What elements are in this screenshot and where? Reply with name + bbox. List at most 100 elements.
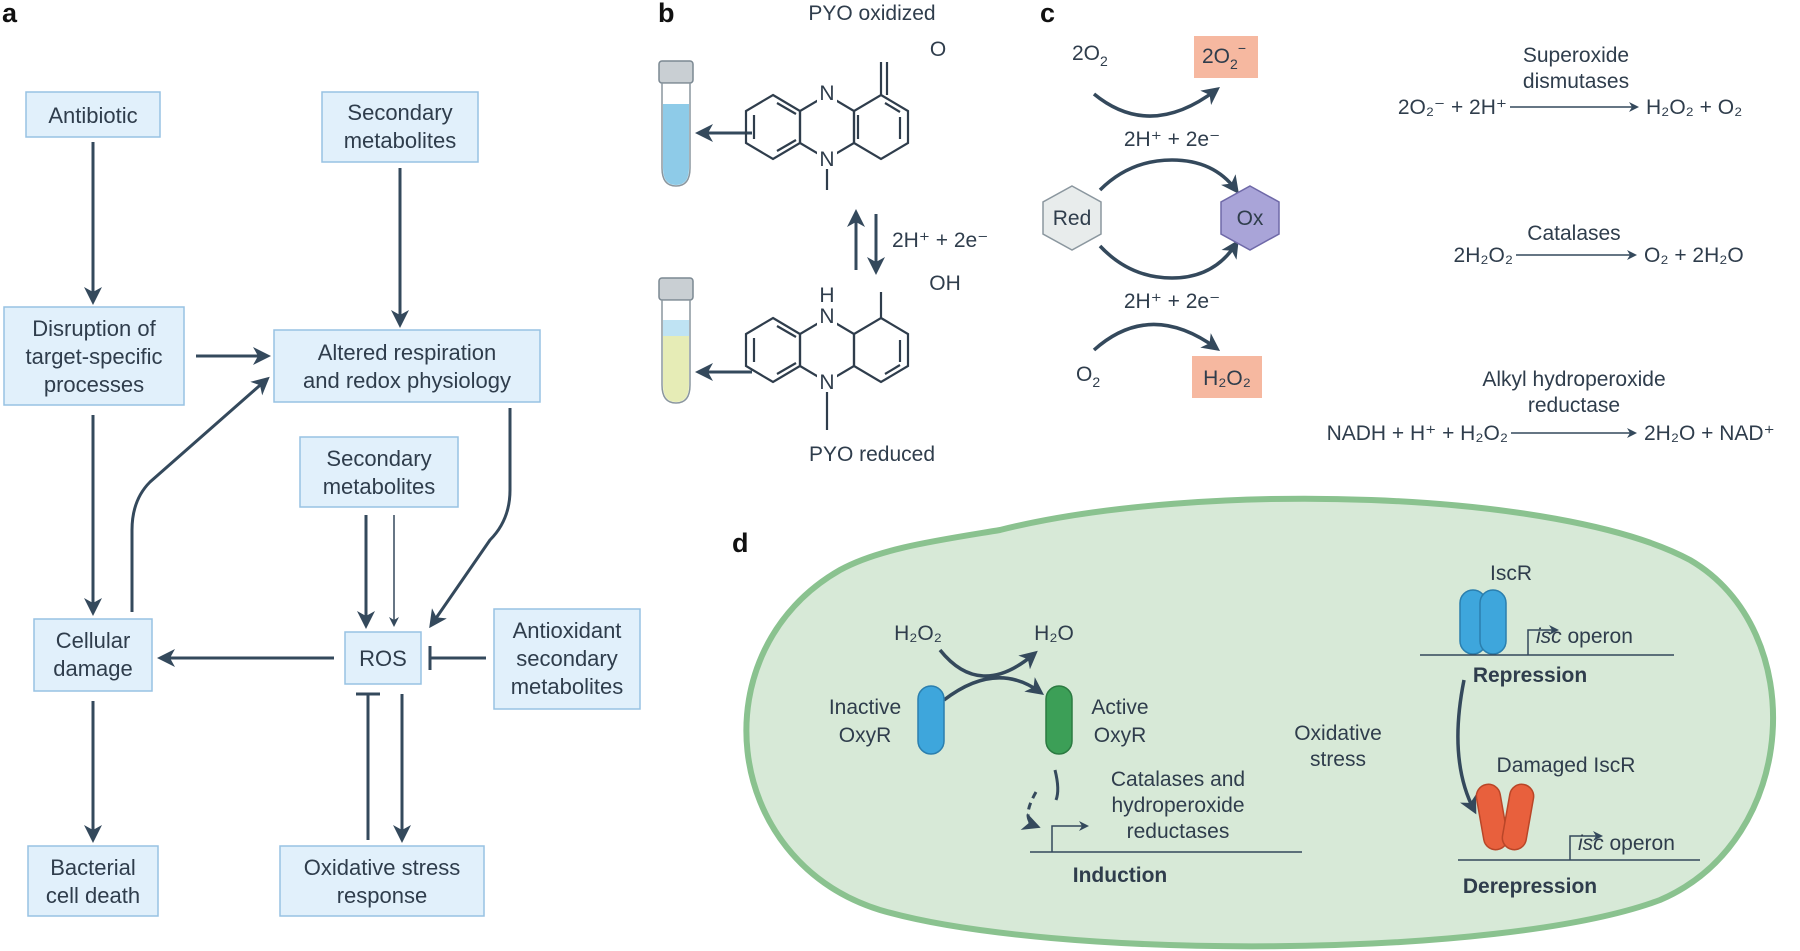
- repression-label: Repression: [1473, 664, 1587, 687]
- pyo-ox-n-bg: [817, 83, 837, 103]
- h2o2-highlight: [1192, 356, 1262, 398]
- disruption-box: [3, 306, 185, 406]
- secondary-metabolites-top-l1: Secondary: [347, 100, 452, 125]
- arrow-red-ox-bottom: [1098, 239, 1239, 280]
- arrow-oxyr-induction: [1020, 791, 1041, 830]
- pyo-oxidized-structure: [744, 62, 910, 190]
- panel-b-label: b: [658, 0, 675, 28]
- pyo-red-oh-atom: OH: [929, 272, 961, 295]
- panel-c-arrows: [1092, 86, 1239, 352]
- arrow-h2o2-h2o: [938, 648, 1038, 678]
- panel-a-arrows: [84, 142, 512, 843]
- disruption-l2: target-specific: [26, 344, 163, 369]
- panel-b-reaction-label: 2H⁺ + 2e⁻: [892, 229, 988, 252]
- altered-respiration-l1: Altered respiration: [318, 340, 497, 365]
- oxidative-response-l2: response: [337, 883, 428, 908]
- pyo-ox-n2-bg: [817, 149, 837, 169]
- derepression-promoter: [1458, 831, 1700, 861]
- red-hexagon: [1042, 185, 1102, 251]
- altered-respiration-l2: and redox physiology: [303, 368, 511, 393]
- ahp-label-l1: Alkyl hydroperoxide: [1482, 368, 1665, 391]
- induction-promoter: [1030, 821, 1302, 853]
- panel-a-texts: Antibiotic Secondary metabolites Disrupt…: [26, 100, 624, 908]
- panel-a-label: a: [2, 0, 18, 28]
- antioxidant-box: [493, 608, 641, 710]
- altered-respiration-box: [273, 329, 541, 403]
- antioxidant-l3: metabolites: [511, 674, 624, 699]
- ox-hexagon: [1220, 185, 1280, 251]
- oxidative-stress-l2: stress: [1310, 748, 1366, 771]
- genes-l1: Catalases and: [1111, 768, 1245, 791]
- active-oxyr-shape: [1045, 685, 1073, 755]
- ahp-products: 2H₂O + NAD⁺: [1644, 422, 1775, 445]
- antioxidant-l2: secondary: [516, 646, 618, 671]
- sod-label-l2: dismutases: [1523, 70, 1629, 93]
- arrow-o2-superoxide: [1092, 86, 1220, 118]
- pyo-red-n-bg: [817, 306, 837, 326]
- arrow-oxyr-activation: [942, 676, 1045, 702]
- c-o2-top: 2O2: [1072, 42, 1108, 69]
- bacterial-death-l1: Bacterial: [50, 855, 136, 880]
- arrow-red-ox-top: [1098, 158, 1239, 195]
- pyo-ox-o-atom: O: [930, 38, 946, 61]
- bacterial-death-l2: cell death: [46, 883, 140, 908]
- inactive-oxyr-l1: Inactive: [829, 696, 901, 719]
- panel-a-boxes: [3, 91, 641, 917]
- induction-label: Induction: [1073, 864, 1167, 887]
- panel-b-arrows: [695, 124, 885, 381]
- secondary-metabolites-mid-l2: metabolites: [323, 474, 436, 499]
- antioxidant-l1: Antioxidant: [513, 618, 622, 643]
- oxidative-response-l1: Oxidative stress: [304, 855, 461, 880]
- arrow-oxidative-stress: [1456, 679, 1477, 815]
- c-o2-bottom: O2: [1076, 363, 1100, 390]
- damaged-iscr-label: Damaged IscR: [1497, 754, 1636, 777]
- genes-l2: hydroperoxide: [1111, 794, 1244, 817]
- cellular-damage-box: [33, 618, 153, 692]
- superoxide-highlight: [1194, 36, 1258, 78]
- arrow-oxyr-induction-curve: [1053, 769, 1060, 801]
- arrow-damage-respiration: [130, 376, 270, 612]
- cellular-damage-l2: damage: [53, 656, 133, 681]
- damaged-iscr-shape-1: [1475, 783, 1509, 851]
- pyo-ox-n-atom: N: [819, 82, 834, 105]
- panel-c-label: c: [1040, 0, 1055, 28]
- pyo-oxidized-label: PYO oxidized: [808, 2, 935, 25]
- arrow-respiration-ros: [429, 408, 512, 629]
- active-oxyr-l1: Active: [1091, 696, 1148, 719]
- secondary-metabolites-mid-box: [299, 436, 459, 508]
- pyo-red-n2-atom: N: [819, 371, 834, 394]
- pyo-ox-n2-atom: N: [819, 148, 834, 171]
- panel-d-label: d: [732, 528, 749, 558]
- antibiotic-box: [25, 91, 161, 138]
- active-oxyr-l2: OxyR: [1094, 724, 1147, 747]
- oxidative-stress-l1: Oxidative: [1294, 722, 1382, 745]
- bacterial-death-box: [27, 845, 159, 917]
- c-ox-label: Ox: [1237, 207, 1264, 230]
- repression-promoter: [1420, 625, 1674, 656]
- disruption-l3: processes: [44, 372, 144, 397]
- panel-d-arrows: [938, 648, 1477, 830]
- ahp-label-l2: reductase: [1528, 394, 1620, 417]
- c-superoxide: 2O2−: [1202, 40, 1246, 72]
- bacterial-cell: [743, 495, 1776, 950]
- ros-label: ROS: [359, 646, 407, 671]
- pyo-red-n2-bg: [817, 372, 837, 392]
- catalase-products: O₂ + 2H₂O: [1644, 244, 1744, 267]
- c-h2o2: H₂O₂: [1203, 367, 1251, 390]
- d-h2o: H₂O: [1034, 622, 1074, 645]
- ahp-reactants: NADH + H⁺ + H₂O₂: [1327, 422, 1508, 445]
- catalase-reactants: 2H₂O₂: [1454, 244, 1513, 267]
- pyo-red-n-atom: N: [819, 305, 834, 328]
- sod-products: H₂O₂ + O₂: [1646, 96, 1742, 119]
- c-protons-bottom: 2H⁺ + 2e⁻: [1124, 290, 1220, 313]
- ros-box: [344, 631, 422, 685]
- derepression-label: Derepression: [1463, 875, 1597, 898]
- sod-reactants: 2O₂⁻ + 2H⁺: [1398, 96, 1507, 119]
- secondary-metabolites-top-l2: metabolites: [344, 128, 457, 153]
- catalase-label: Catalases: [1527, 222, 1620, 245]
- iscr-label: IscR: [1490, 562, 1532, 585]
- damaged-iscr-shape-2: [1501, 783, 1535, 851]
- cellular-damage-l1: Cellular: [56, 628, 131, 653]
- secondary-metabolites-top-box: [321, 91, 479, 163]
